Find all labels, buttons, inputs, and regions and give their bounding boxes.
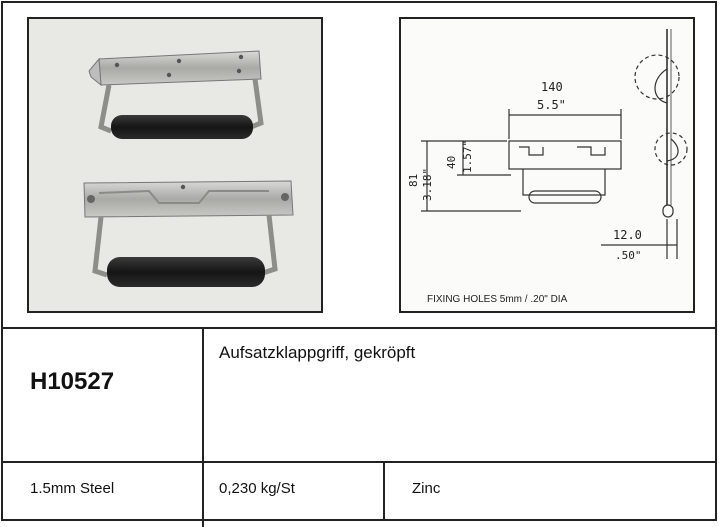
divider-spec-column (383, 461, 385, 521)
height-in-label: 3.18" (421, 168, 434, 201)
spec-material: 1.5mm Steel (30, 480, 115, 497)
spec-weight: 0,230 kg/St (219, 480, 295, 497)
dimension-drawing: 140 5.5" 81 3.18" 40 1.57" 12.0 .50" FIX… (407, 29, 688, 305)
product-description: Aufsatzklappgriff, gekröpft (219, 343, 416, 362)
width-in-label: 5.5" (537, 98, 566, 112)
height-mm-label: 81 (407, 174, 420, 187)
product-code: H10527 (30, 368, 115, 395)
handle-photo-illustration (83, 50, 294, 287)
divider-middle (3, 461, 715, 463)
divider-code-column (202, 327, 204, 527)
offset-mm-label: 12.0 (613, 228, 642, 242)
divider-top (3, 327, 715, 329)
product-photo (27, 17, 323, 313)
spec-finish: Zinc (412, 480, 441, 497)
depth-in-label: 1.57" (461, 140, 474, 173)
handle-top-view (88, 50, 264, 139)
handle-front-view (83, 180, 294, 287)
offset-in-label: .50" (615, 249, 642, 262)
width-mm-label: 140 (541, 80, 563, 94)
technical-drawing: 140 5.5" 81 3.18" 40 1.57" 12.0 .50" FIX… (399, 17, 695, 313)
fixing-holes-note: FIXING HOLES 5mm / .20" DIA (427, 294, 568, 305)
depth-mm-label: 40 (445, 156, 458, 169)
